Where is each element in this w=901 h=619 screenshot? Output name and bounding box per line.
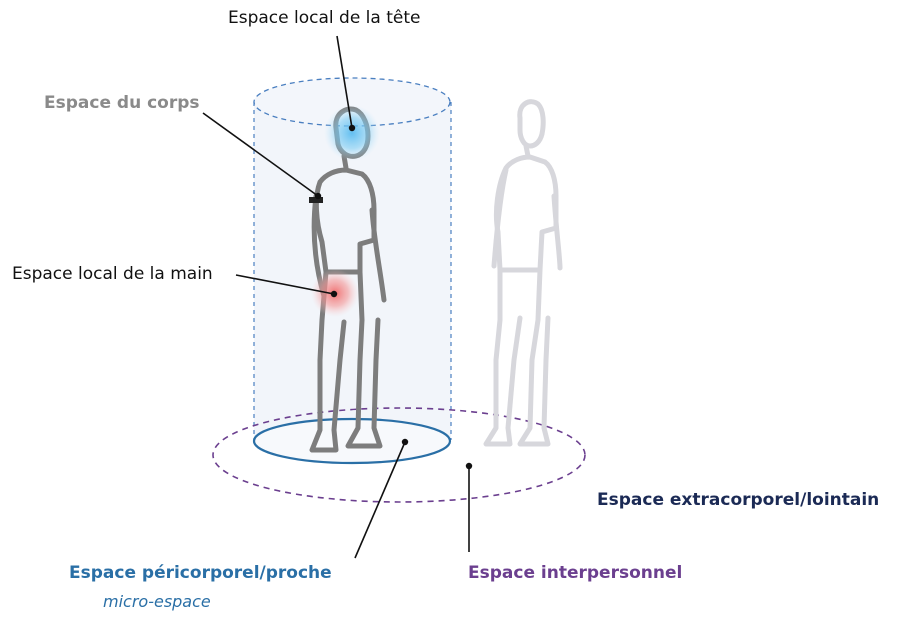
peripersonal-label: Espace péricorporel/proche (69, 563, 332, 583)
hand-space-label: Espace local de la main (12, 264, 213, 284)
leader-hand (235, 274, 335, 295)
head-space-label: Espace local de la tête (228, 8, 421, 28)
leader-peripersonal (354, 441, 406, 559)
leader-body (202, 112, 319, 197)
head-space-glow (324, 105, 380, 161)
interpersonal-ellipse (212, 407, 586, 503)
interpersonal-label: Espace interpersonnel (468, 563, 683, 583)
extrapersonal-label: Espace extracorporel/lointain (597, 490, 880, 510)
ghost-person-figure (483, 99, 563, 447)
body-space-label: Espace du corps (44, 93, 200, 113)
leader-lines (202, 35, 470, 559)
dot-interpersonal (465, 462, 473, 470)
leader-head (336, 35, 353, 129)
person-figure (309, 106, 387, 453)
leader-dots (314, 124, 473, 470)
body-marker-band (309, 197, 323, 203)
dot-head (348, 124, 356, 132)
dot-peripersonal (401, 438, 409, 446)
micro-space-label: micro-espace (103, 592, 211, 611)
dot-body (314, 192, 322, 200)
dot-hand (330, 290, 338, 298)
